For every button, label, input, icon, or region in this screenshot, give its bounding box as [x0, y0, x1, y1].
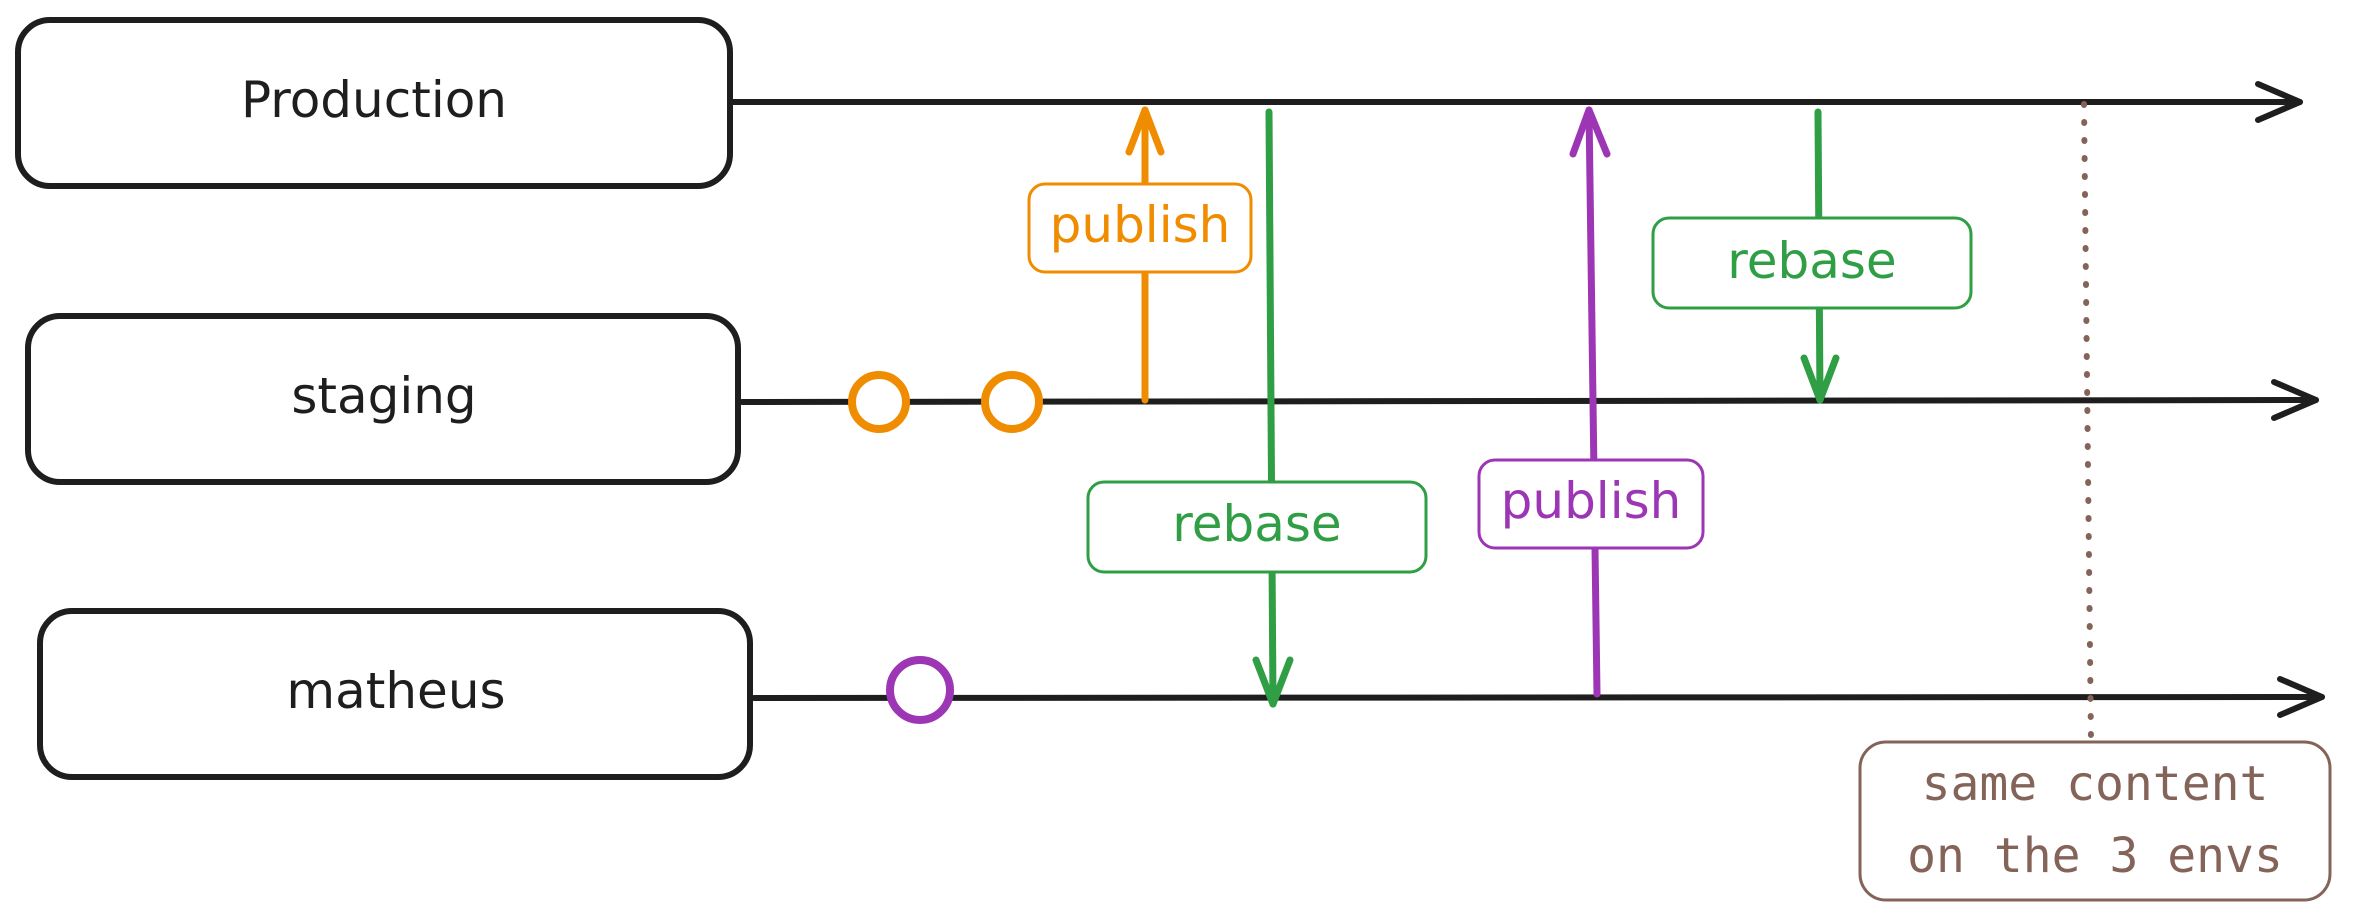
rebase-staging-tag-label: rebase [1727, 232, 1896, 290]
rebase-production-to-matheus-arrow [1252, 108, 1294, 708]
staging-commit-2 [981, 371, 1043, 433]
staging-lane-label: staging [291, 367, 476, 425]
rebase-staging-arrowhead [1800, 354, 1840, 404]
matheus-commit-1 [886, 656, 954, 724]
staging-lane-box [25, 313, 741, 485]
same-content-note-line1: same content [1922, 756, 2269, 812]
rebase-staging-tag-box [1651, 216, 1973, 310]
publish-purple-tag-label: publish [1501, 472, 1682, 530]
rebase-matheus-tag-label: rebase [1172, 495, 1341, 553]
matheus-timeline [751, 676, 2325, 718]
production-timeline [729, 81, 2303, 123]
publish-purple-tag-box [1477, 458, 1705, 550]
matheus-timeline-arrowhead [2277, 676, 2325, 718]
production-timeline-arrowhead [2255, 81, 2303, 123]
matheus-lane-box [37, 608, 753, 780]
staging-timeline [739, 379, 2319, 421]
same-content-note-box [1858, 740, 2332, 902]
publish-orange-arrowhead [1125, 106, 1165, 156]
sync-point-dotted-line [2081, 101, 2094, 745]
matheus-lane-label: matheus [286, 662, 505, 720]
publish-purple-arrowhead [1569, 106, 1611, 158]
publish-matheus-to-production-arrow [1569, 106, 1611, 698]
same-content-note-line2: on the 3 envs [1907, 828, 2283, 884]
production-lane-label: Production [241, 71, 507, 129]
staging-timeline-arrowhead [2271, 379, 2319, 421]
publish-orange-tag-label: publish [1050, 196, 1231, 254]
staging-commit-1 [848, 371, 910, 433]
rebase-matheus-tag-box [1086, 480, 1428, 574]
publish-orange-tag-box [1027, 182, 1253, 274]
rebase-matheus-arrowhead [1252, 656, 1294, 708]
